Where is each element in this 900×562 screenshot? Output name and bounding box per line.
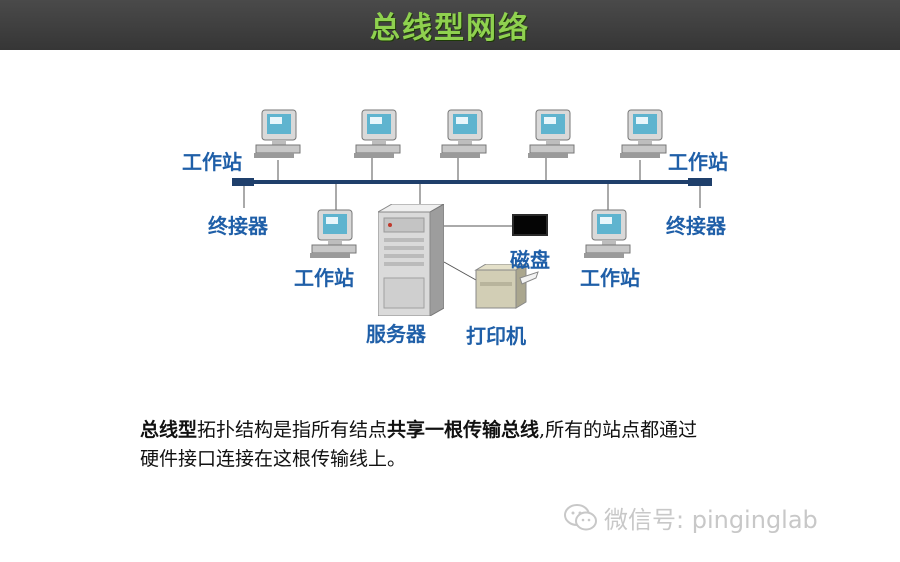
- workstation-bottom-left: [310, 208, 358, 260]
- server-icon: [378, 204, 444, 316]
- wechat-icon: [564, 503, 597, 530]
- desc-highlight-bus: 总线型: [140, 419, 198, 441]
- workstation-label-bottom-right: 工作站: [580, 266, 640, 290]
- watermark-text: 微信号: pinginglab: [604, 506, 818, 534]
- terminator-right: [688, 178, 712, 186]
- disk-label: 磁盘: [510, 248, 550, 272]
- workstation-top-2: [354, 108, 402, 160]
- workstation-top-4: [528, 108, 576, 160]
- workstation-top-5: [620, 108, 668, 160]
- page-title: 总线型网络: [370, 11, 530, 46]
- watermark: 微信号: pinginglab: [564, 500, 818, 535]
- printer-icon: [470, 264, 540, 312]
- description-text: 总线型拓扑结构是指所有结点共享一根传输总线,所有的站点都通过 硬件接口连接在这根…: [140, 416, 820, 474]
- desc-highlight-shared: 共享一根传输总线: [387, 419, 540, 441]
- workstation-top-1: [254, 108, 302, 160]
- workstation-label-top-right: 工作站: [668, 150, 728, 174]
- workstation-label-bottom-left: 工作站: [294, 266, 354, 290]
- workstation-label-top-left: 工作站: [182, 150, 242, 174]
- terminator-label-left: 终接器: [208, 214, 268, 238]
- printer-label: 打印机: [466, 324, 526, 348]
- desc-text-1: 拓扑结构是指所有结点: [197, 419, 388, 441]
- terminator-label-right: 终接器: [666, 214, 726, 238]
- desc-text-2: ,所有的站点都通过: [539, 419, 698, 441]
- disk-icon: [512, 214, 548, 236]
- network-diagram: [232, 155, 712, 281]
- title-bar: 总线型网络: [0, 0, 900, 50]
- server-label: 服务器: [366, 322, 426, 346]
- desc-text-3: 硬件接口连接在这根传输线上。: [140, 448, 407, 470]
- workstation-top-3: [440, 108, 488, 160]
- workstation-bottom-right: [584, 208, 632, 260]
- terminator-left: [232, 178, 254, 186]
